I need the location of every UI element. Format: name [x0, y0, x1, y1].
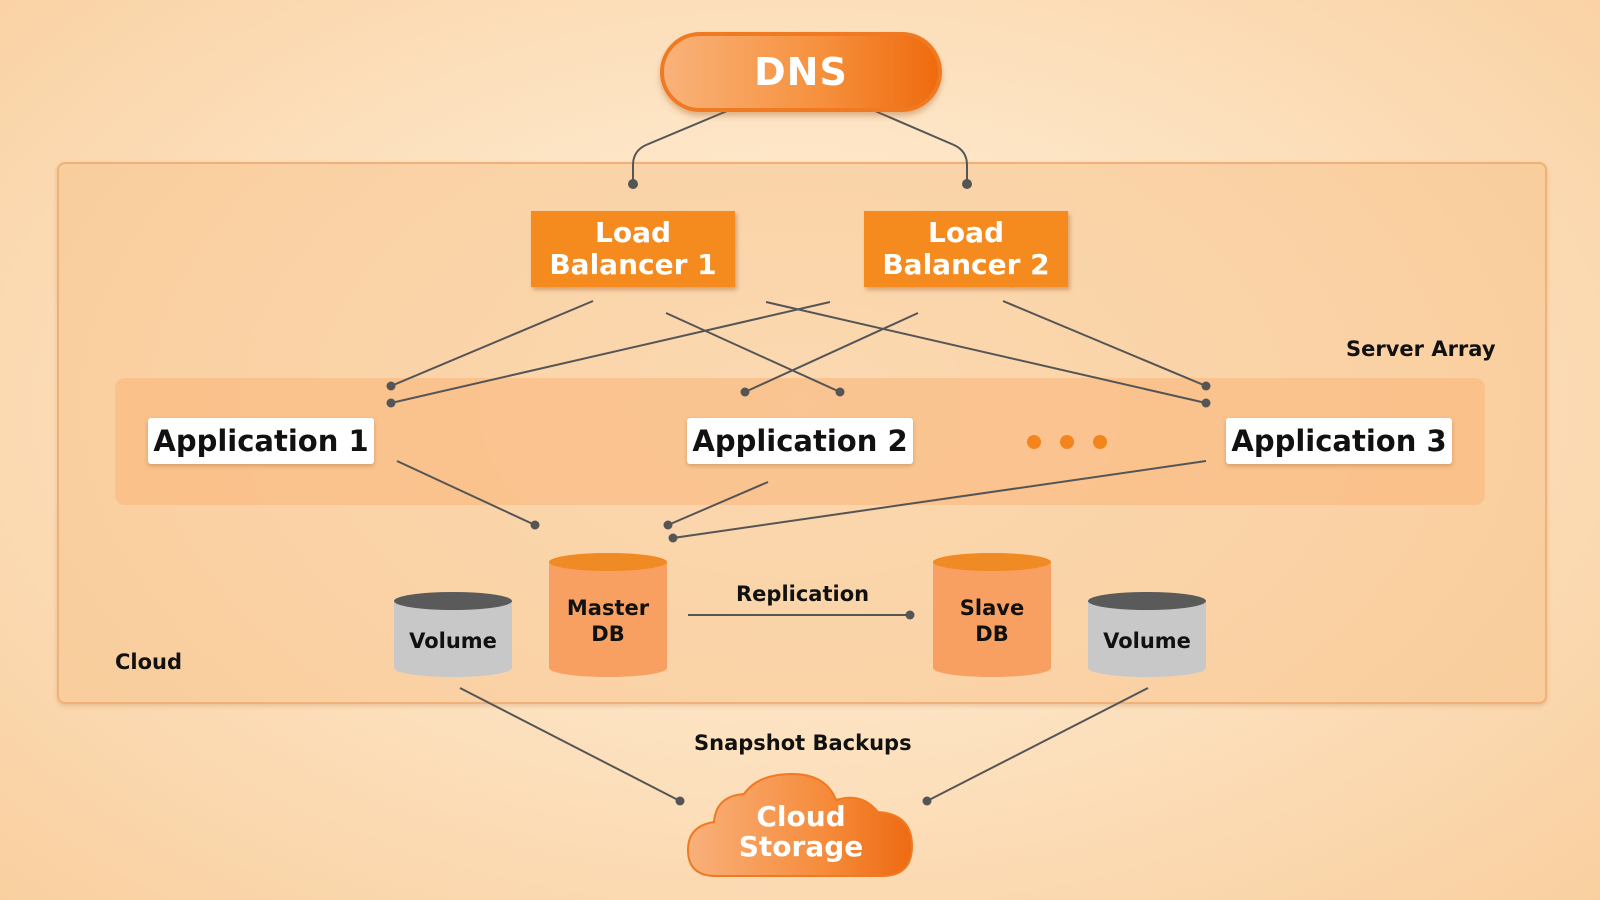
connector-dot — [1201, 381, 1211, 391]
slave-db-line1: Slave — [959, 596, 1025, 620]
connector-lb2-app2 — [744, 312, 919, 393]
snapshot-backups-label: Snapshot Backups — [694, 731, 912, 755]
cloud-storage-node: Cloud Storage — [686, 770, 916, 880]
load-balancer-2-line2: Balancer 2 — [882, 248, 1050, 281]
server-array-label: Server Array — [1346, 337, 1496, 361]
application-2: Application 2 — [687, 418, 913, 464]
master-db-label: Master DB — [549, 595, 667, 647]
connector-dot — [668, 533, 678, 543]
connector-dot — [675, 796, 685, 806]
connector-lb2-app3 — [1002, 300, 1207, 387]
connector-dot — [905, 610, 915, 620]
application-3: Application 3 — [1226, 418, 1452, 464]
database-cylinder-icon — [933, 553, 1051, 677]
connector-dot — [962, 179, 972, 189]
volume-cylinder-icon — [394, 592, 512, 677]
connector-dot — [1201, 398, 1211, 408]
ellipsis-dot — [1093, 435, 1107, 449]
slave-db-line2: DB — [975, 622, 1009, 646]
load-balancer-1-line1: Load — [594, 216, 671, 249]
connector-app2-db — [667, 481, 769, 526]
connector-lb2-app1 — [390, 301, 831, 404]
volume-1-label: Volume — [409, 629, 497, 653]
replication-label: Replication — [736, 582, 870, 606]
load-balancer-2: Load Balancer 2 — [864, 211, 1068, 287]
connector-dns-lb2 — [874, 110, 968, 184]
slave-db-label: Slave DB — [933, 595, 1051, 647]
connector-dot — [663, 520, 673, 530]
master-db-cylinder: Master DB — [549, 553, 667, 678]
load-balancer-1-line2: Balancer 1 — [549, 248, 717, 281]
connector-app3-db — [672, 460, 1207, 539]
load-balancer-1: Load Balancer 1 — [531, 211, 735, 287]
volume-cylinder-icon — [1088, 592, 1206, 677]
cloud-storage-line1: Cloud — [756, 800, 846, 833]
connector-dot — [740, 387, 750, 397]
volume-2-cylinder: Volume — [1088, 592, 1206, 678]
ellipsis-dot — [1060, 435, 1074, 449]
connector-dot — [530, 520, 540, 530]
connector-dot — [922, 796, 932, 806]
connector-volume2-storage — [926, 687, 1149, 802]
connector-dot — [835, 387, 845, 397]
database-cylinder-icon — [549, 553, 667, 677]
ellipsis-dot — [1027, 435, 1041, 449]
volume-2-label: Volume — [1103, 629, 1191, 653]
volume-1-cylinder: Volume — [394, 592, 512, 678]
connector-dot — [628, 179, 638, 189]
dns-node: DNS — [660, 32, 942, 112]
connector-dot — [386, 381, 396, 391]
connector-lb1-app1 — [390, 300, 594, 387]
cloud-storage-line2: Storage — [738, 830, 864, 863]
cloud-icon — [686, 772, 914, 877]
connector-app1-db — [396, 460, 536, 526]
master-db-line1: Master — [566, 596, 650, 620]
slave-db-cylinder: Slave DB — [933, 553, 1051, 678]
connector-lb1-app2 — [665, 312, 841, 393]
connector-lb1-app3 — [765, 301, 1207, 404]
connector-volume1-storage — [459, 687, 681, 802]
connector-dns-lb1 — [632, 110, 728, 184]
application-1: Application 1 — [148, 418, 374, 464]
connector-dot — [386, 398, 396, 408]
cloud-label: Cloud — [115, 650, 183, 674]
master-db-line2: DB — [591, 622, 625, 646]
load-balancer-2-line1: Load — [927, 216, 1004, 249]
